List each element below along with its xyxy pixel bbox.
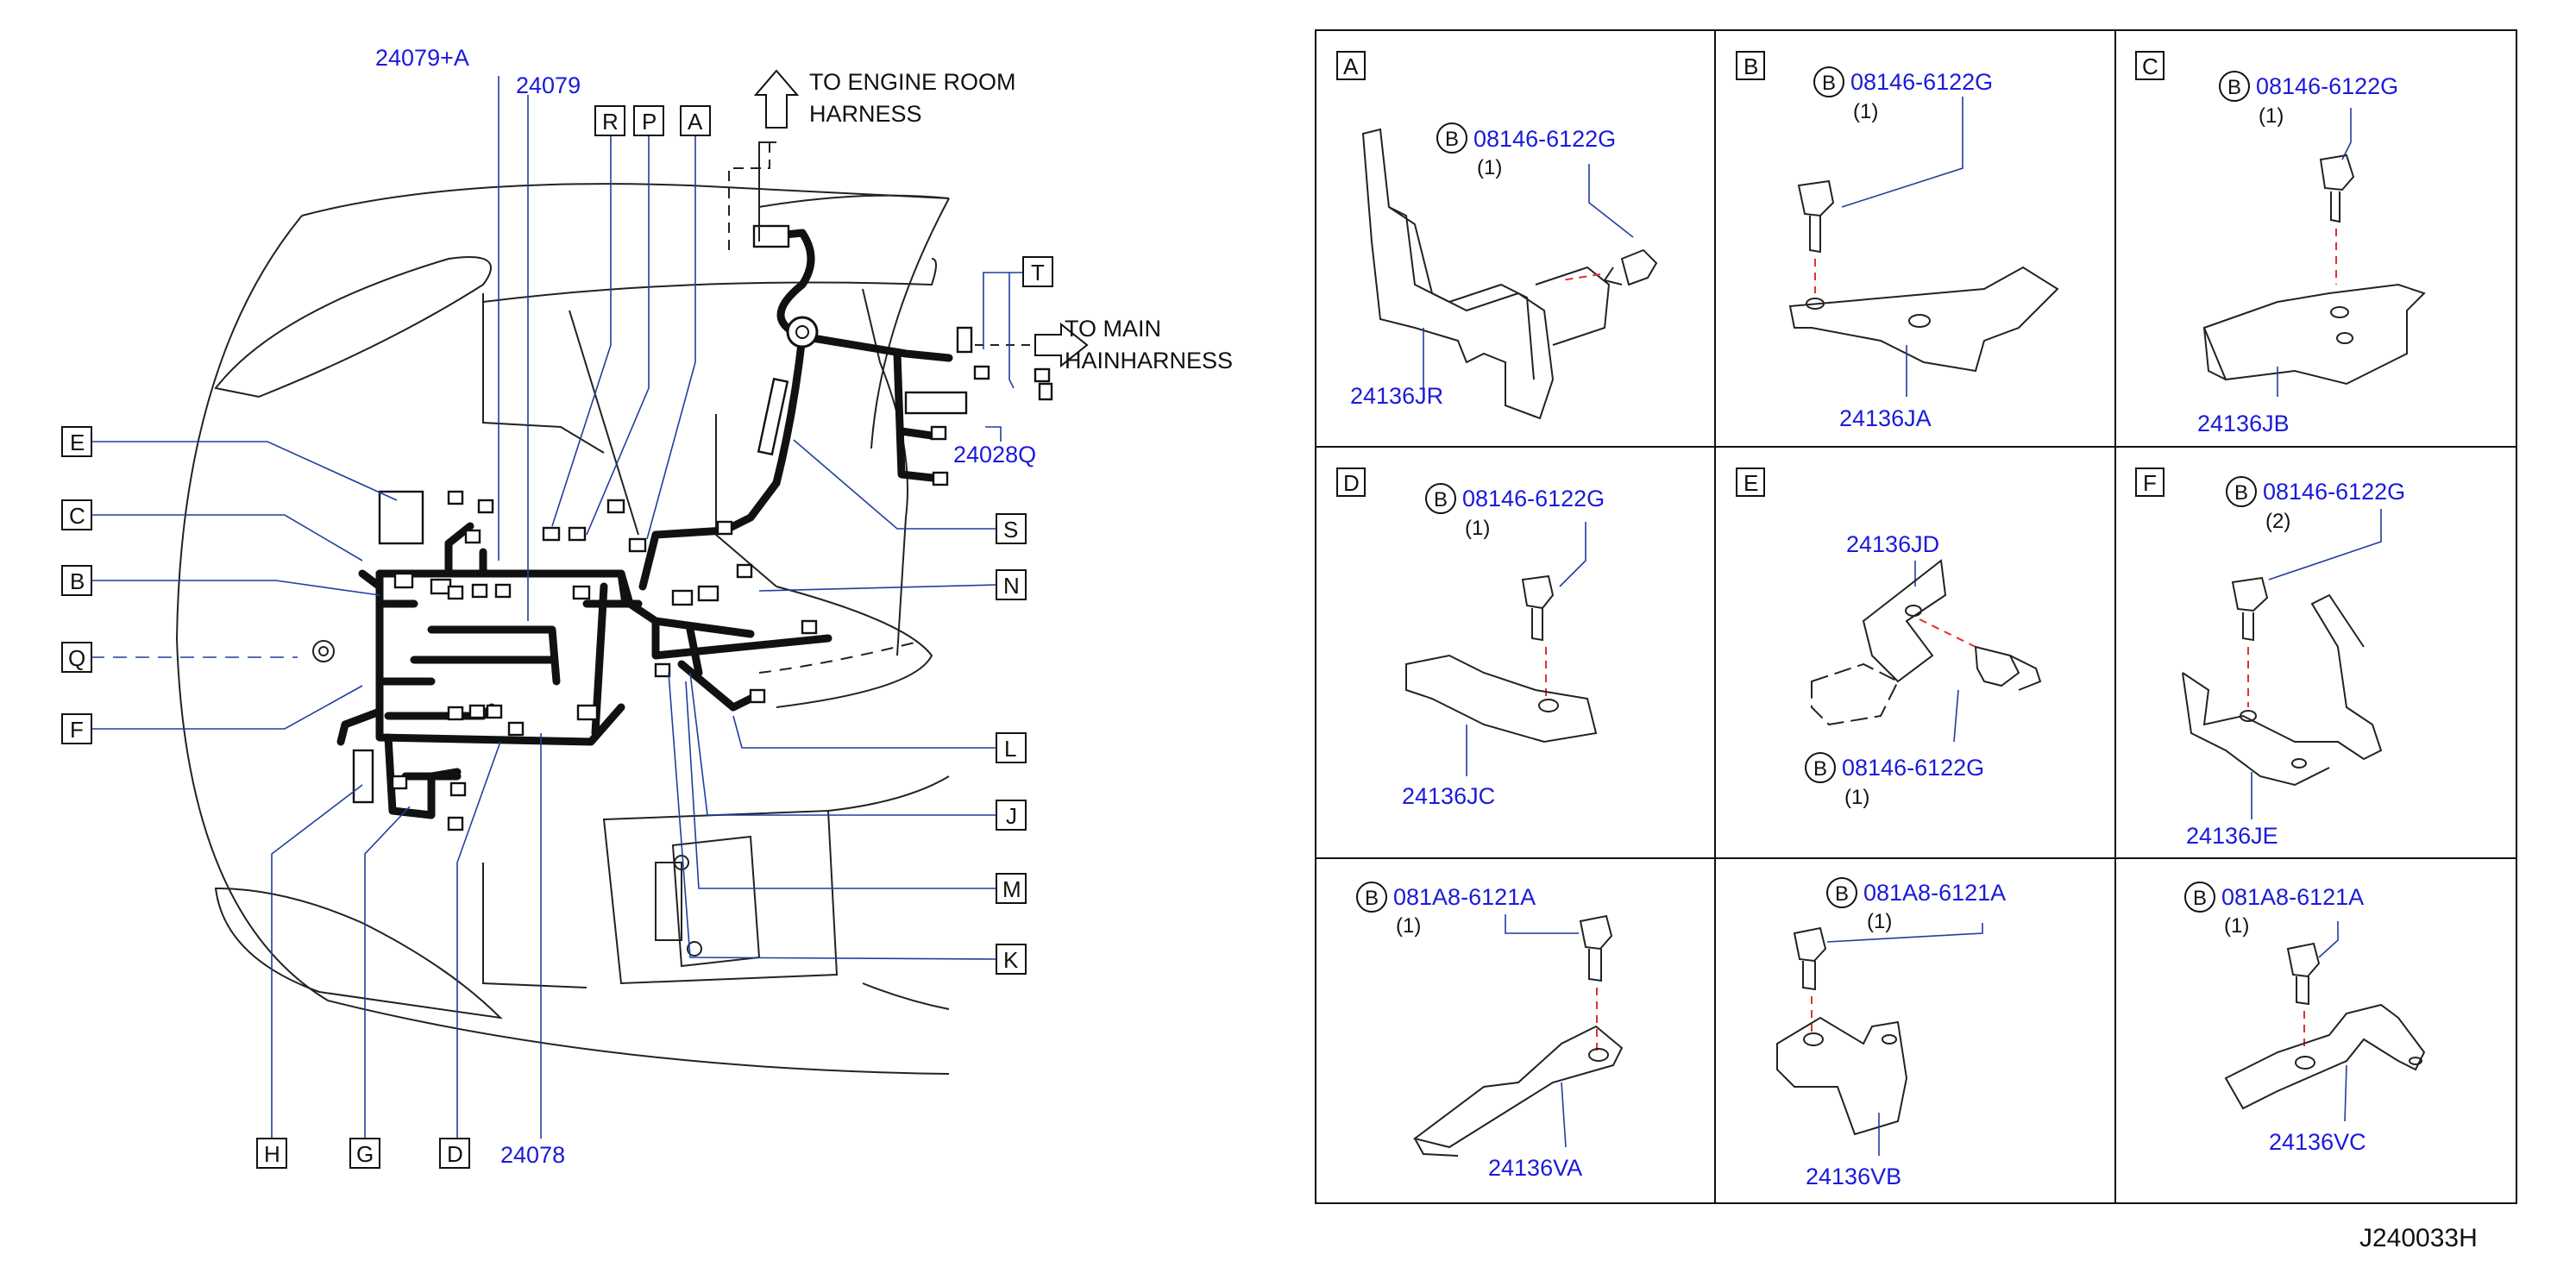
dashboard-illustration <box>91 69 1089 1139</box>
panel-c: B 08146-6122G (1) 24136JB <box>2197 71 2426 436</box>
panel-d-qty: (1) <box>1465 517 1490 540</box>
panel-va-part: 24136VA <box>1488 1155 1582 1181</box>
panel-d-marker: B <box>1434 488 1448 511</box>
panel-vc-part: 24136VC <box>2269 1129 2366 1155</box>
note-main-harness-line1: TO MAIN <box>1065 316 1161 342</box>
panel-a-part: 24136JR <box>1350 383 1443 409</box>
panel-e-bolt: 08146-6122G <box>1842 755 1984 781</box>
callout-24028q: 24028Q <box>953 442 1036 467</box>
letter-J: J <box>1006 803 1017 829</box>
letter-K: K <box>1003 947 1019 973</box>
panel-letters: A B C D E F <box>1336 51 2164 497</box>
panel-a-letter: A <box>1343 53 1359 79</box>
detail-grid <box>1315 29 2517 1204</box>
panel-d-letter: D <box>1343 470 1360 496</box>
panel-vb-part: 24136VB <box>1806 1164 1901 1189</box>
panel-vc: B 081A8-6121A (1) 24136VC <box>2184 882 2426 1155</box>
panel-c-part: 24136JB <box>2197 411 2290 436</box>
note-engine-room-line1: TO ENGINE ROOM <box>809 69 1016 95</box>
panel-a-marker: B <box>1445 128 1459 151</box>
panel-vb-marker: B <box>1835 882 1849 906</box>
letter-L: L <box>1004 736 1016 762</box>
panel-va-marker: B <box>1365 887 1379 910</box>
panel-vc-marker: B <box>2193 887 2207 910</box>
letter-A: A <box>688 109 703 135</box>
letter-S: S <box>1003 517 1018 543</box>
panel-f-part: 24136JE <box>2186 823 2278 849</box>
callout-24079: 24079 <box>516 72 581 98</box>
panel-e-part: 24136JD <box>1846 531 1939 557</box>
letter-T: T <box>1031 260 1045 285</box>
figure-id: J240033H <box>2359 1224 2478 1252</box>
panel-f-letter: F <box>2143 470 2157 496</box>
panel-e-letter: E <box>1744 470 1758 496</box>
letter-Q: Q <box>68 645 85 671</box>
letter-R: R <box>602 109 619 135</box>
panel-e-qty: (1) <box>1844 786 1869 809</box>
panel-vb-bolt: 081A8-6121A <box>1863 880 2006 906</box>
panel-c-bolt: 08146-6122G <box>2256 73 2398 99</box>
letter-C: C <box>69 503 85 529</box>
panel-a: B 08146-6122G (1) 24136JR <box>1350 122 1658 420</box>
letter-F: F <box>70 717 84 743</box>
panel-e: 24136JD B 08146-6122G (1) <box>1805 531 2042 809</box>
panel-vb: B 081A8-6121A (1) 24136VB <box>1776 877 2006 1189</box>
letter-D: D <box>447 1141 463 1167</box>
panel-vc-qty: (1) <box>2224 914 2249 938</box>
letter-N: N <box>1003 573 1020 599</box>
panel-b-part: 24136JA <box>1839 405 1932 431</box>
callout-24079a: 24079+A <box>375 45 469 71</box>
panel-a-qty: (1) <box>1477 156 1502 179</box>
letter-G: G <box>356 1141 374 1167</box>
panel-d-part: 24136JC <box>1402 783 1495 809</box>
view-letter-callouts: R P A T E C B Q F S N L J M K H G D <box>61 105 1053 1169</box>
panel-f-marker: B <box>2234 481 2248 505</box>
callout-24078: 24078 <box>500 1142 565 1168</box>
letter-B: B <box>70 568 85 594</box>
panel-d-bolt: 08146-6122G <box>1462 486 1605 511</box>
note-main-harness-line2: HAINHARNESS <box>1065 348 1233 373</box>
panel-a-bolt: 08146-6122G <box>1473 126 1616 152</box>
panel-b-letter: B <box>1744 53 1758 79</box>
panel-vb-qty: (1) <box>1867 910 1892 933</box>
panel-va-bolt: 081A8-6121A <box>1393 884 1536 910</box>
panel-f-qty: (2) <box>2265 510 2290 533</box>
letter-M: M <box>1002 876 1021 902</box>
panel-e-marker: B <box>1813 757 1827 781</box>
panel-va: B 081A8-6121A (1) 24136VA <box>1356 882 1624 1181</box>
note-engine-room-line2: HARNESS <box>809 101 922 127</box>
letter-H: H <box>264 1141 280 1167</box>
panel-f-bolt: 08146-6122G <box>2263 479 2405 505</box>
panel-d: B 08146-6122G (1) 24136JC <box>1402 483 1605 809</box>
panel-b-bolt: 08146-6122G <box>1850 69 1993 95</box>
panel-vc-bolt: 081A8-6121A <box>2221 884 2364 910</box>
panel-va-qty: (1) <box>1396 914 1421 938</box>
letter-P: P <box>642 109 657 135</box>
panel-b: B 08146-6122G (1) 24136JA <box>1788 66 2059 431</box>
panel-c-letter: C <box>2142 53 2158 79</box>
panel-c-qty: (1) <box>2259 104 2284 128</box>
panel-c-marker: B <box>2227 76 2241 99</box>
panel-f: B 08146-6122G (2) 24136JE <box>2182 476 2405 849</box>
letter-E: E <box>70 430 85 455</box>
panel-b-marker: B <box>1822 72 1836 95</box>
panel-b-qty: (1) <box>1853 100 1878 123</box>
